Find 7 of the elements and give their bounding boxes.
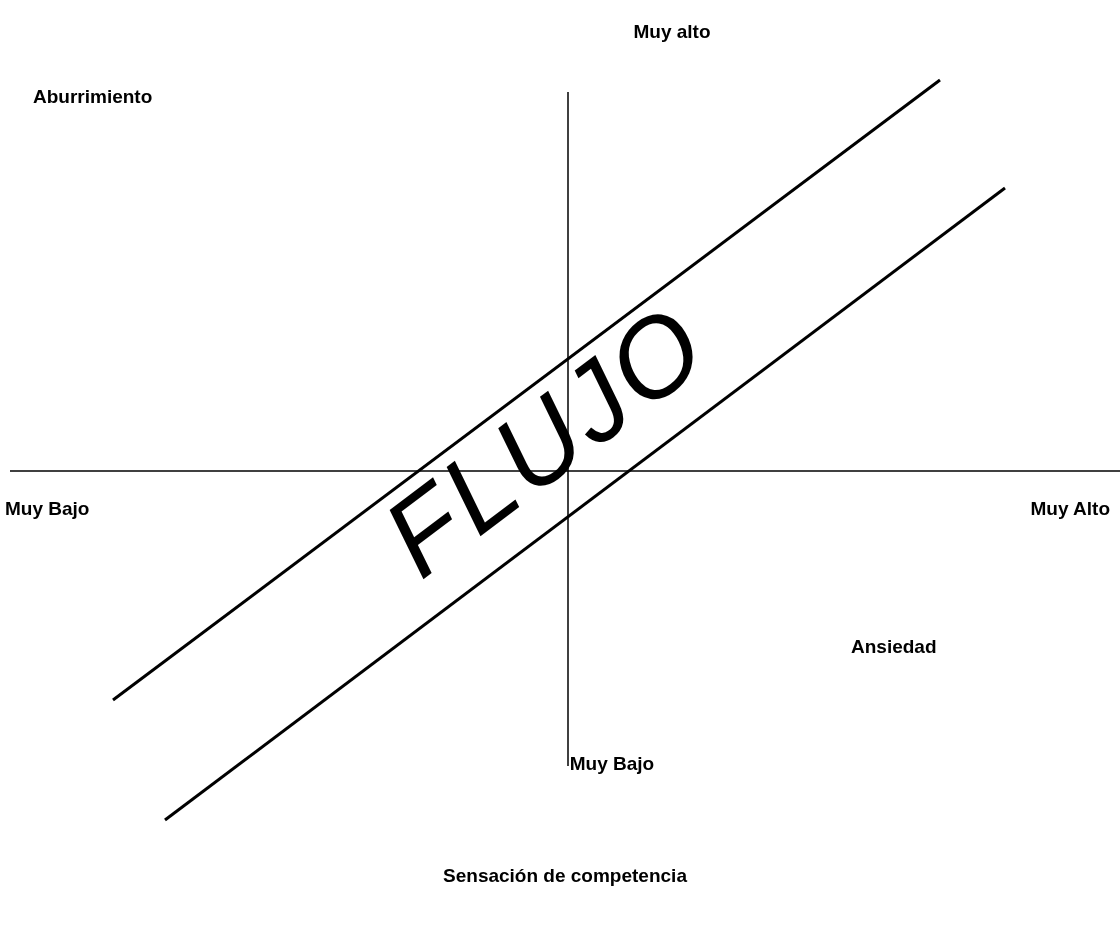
axis-label: Muy Bajo — [569, 754, 655, 773]
axis-label: Muy Bajo — [5, 499, 90, 518]
axis-label: Muy Alto — [1030, 499, 1110, 518]
axis-title: Sensación de competencia — [443, 866, 687, 885]
axis-label: Muy alto — [633, 22, 711, 41]
region-label: Aburrimiento — [33, 87, 153, 106]
region-label: Ansiedad — [851, 637, 937, 656]
